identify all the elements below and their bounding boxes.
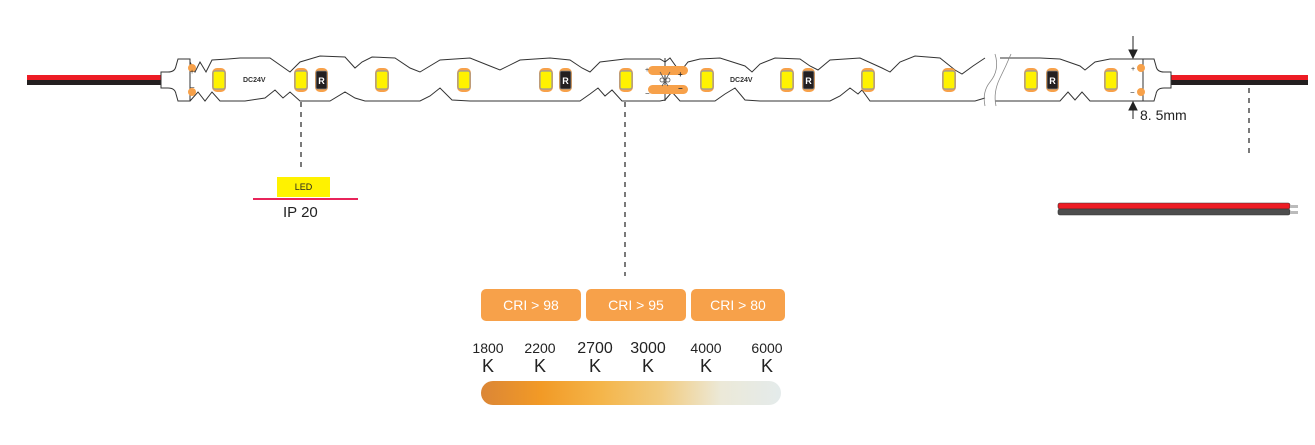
led-chip (780, 68, 794, 92)
leader-lines (300, 88, 1250, 276)
led-chip (861, 68, 875, 92)
cct-value: 1800 (472, 340, 504, 356)
led-chip (457, 68, 471, 92)
cct-6000: 6000 K (746, 340, 788, 375)
minus-sign: − (645, 89, 650, 98)
cri-option-98[interactable]: CRI > 98 (481, 289, 581, 321)
cct-value: 3000 (630, 340, 666, 357)
cri-option-95[interactable]: CRI > 95 (586, 289, 686, 321)
right-wire (1170, 75, 1308, 85)
color-temperature-gradient (481, 381, 781, 405)
cct-unit: K (699, 356, 712, 376)
resistor: R (802, 68, 815, 92)
led-chips (212, 68, 1118, 92)
solder-pads (188, 64, 1145, 96)
cct-3000: 3000 K (627, 340, 669, 375)
led-chip (700, 68, 714, 92)
strip-body (189, 55, 1143, 102)
led-chip (1104, 68, 1118, 92)
led-chip (375, 68, 389, 92)
led-chip (539, 68, 553, 92)
cct-unit: K (481, 356, 494, 376)
resistor-glyph: R (1049, 76, 1056, 86)
cut-scissors-icon (659, 71, 671, 87)
led-chip (1024, 68, 1038, 92)
plus-sign: + (1131, 66, 1135, 73)
led-chip (212, 68, 226, 92)
resistor-glyph: R (318, 76, 325, 86)
width-dimension-label: 8. 5mm (1140, 107, 1187, 123)
cct-unit: K (588, 356, 601, 376)
width-dimension-arrows (1128, 36, 1138, 119)
plus-sign: + (190, 69, 194, 76)
voltage-label: DC24V (730, 77, 753, 84)
cable-sample (1057, 202, 1298, 216)
minus-sign: − (678, 84, 683, 93)
led-chip (619, 68, 633, 92)
cct-unit: K (533, 356, 546, 376)
led-chip (294, 68, 308, 92)
cct-value: 2700 (577, 340, 613, 357)
cct-value: 4000 (690, 340, 722, 356)
minus-sign: − (1130, 88, 1135, 97)
voltage-label: DC24V (243, 77, 266, 84)
left-end-cap (160, 58, 191, 102)
cct-2200: 2200 K (520, 340, 560, 375)
minus-sign: − (190, 83, 195, 92)
resistor: R (315, 68, 328, 92)
ip-rating-underline (253, 198, 358, 200)
cct-unit: K (641, 356, 654, 376)
left-wire (27, 75, 162, 85)
plus-sign: + (645, 67, 649, 74)
cct-value: 2200 (524, 340, 556, 356)
break-mark (983, 53, 1012, 107)
resistor-glyph: R (805, 76, 812, 86)
cct-1800: 1800 K (468, 340, 508, 375)
cct-unit: K (760, 356, 773, 376)
cct-value: 6000 (751, 340, 783, 356)
cct-4000: 4000 K (686, 340, 726, 375)
cct-2700: 2700 K (574, 340, 616, 375)
resistor: R (559, 68, 572, 92)
resistor-glyph: R (562, 76, 569, 86)
right-end-cap (1142, 58, 1172, 102)
plus-sign: + (678, 70, 683, 79)
cri-option-80[interactable]: CRI > 80 (691, 289, 785, 321)
resistor: R (1046, 68, 1059, 92)
ip-rating: IP 20 (283, 204, 318, 221)
led-chip (942, 68, 956, 92)
led-tag: LED (277, 177, 330, 197)
